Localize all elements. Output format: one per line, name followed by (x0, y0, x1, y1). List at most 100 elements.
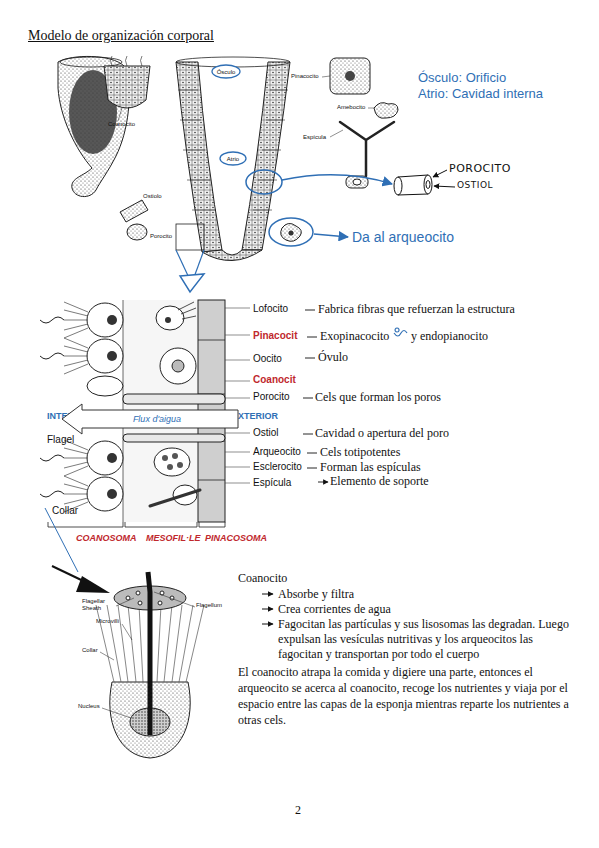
tissue-section-part (156, 306, 184, 330)
tissue-section-part (107, 453, 117, 463)
small-sponge-part (104, 66, 150, 108)
cell-label: Pinacocit (253, 330, 297, 343)
tissue-section-part (172, 453, 178, 459)
tissue-section-part (225, 308, 250, 483)
bullet-arrows (262, 594, 273, 624)
porocyte-sketch-part (424, 175, 432, 194)
cell-label: Esclerocito (253, 461, 302, 474)
part-label: Flagellar Sheath (82, 598, 116, 612)
small-sponge-part (111, 56, 143, 66)
zoom-arrow-part (180, 274, 204, 292)
choanocyte-illustration (96, 572, 204, 758)
tissue-section-part (177, 462, 183, 468)
porocyte-sketch-part (434, 186, 455, 187)
paragraph: El coanocito atrapa la comida y digiere … (238, 665, 576, 729)
handwritten-label: OSTIOL (457, 180, 493, 191)
label-circle (212, 65, 240, 78)
layer-label: COANOSOMA (76, 533, 137, 544)
detail-cells-part (368, 108, 374, 109)
tissue-section-part (172, 360, 184, 372)
bullet-text: Crea corrientes de agua (278, 602, 391, 617)
porocyte-sketch-part (398, 175, 428, 177)
choanocyte-illustration-part (126, 596, 130, 600)
tissue-section-part (178, 302, 196, 319)
tissue-section-part (64, 338, 88, 374)
definition-text: Exopinacocito (320, 329, 389, 344)
porocyte-sketch-part (282, 175, 392, 184)
tissue-section-part (87, 339, 123, 373)
choanocyte-illustration-part (158, 601, 162, 605)
detail-cells-part (374, 103, 398, 119)
choanocyte-illustration-part (138, 601, 142, 605)
porocyte-sketch-part (433, 170, 447, 177)
detail-cells-part (289, 231, 294, 236)
small-sponge-part (118, 108, 122, 121)
definition-text: Cels que forman los poros (315, 390, 441, 405)
sponge-section-part (178, 90, 288, 210)
layer-label: PINACOSOMA (205, 533, 267, 544)
bullet-arrow (262, 609, 273, 610)
part-label: Collar (82, 647, 98, 654)
part-label: Nucleus (78, 703, 100, 710)
flow-arrow: Flux d'aigua (62, 404, 238, 434)
porocyte-sketch-part (314, 234, 348, 237)
definition-text: y endopianocito (411, 329, 488, 344)
detail-cells-part (340, 122, 394, 176)
cell-label: Oocito (253, 353, 282, 366)
sponge-section-part (202, 250, 262, 261)
detail-cells-part (330, 58, 370, 94)
definition-text: Fabrica fibras que refuerzan la estructu… (318, 302, 515, 317)
porocyte-sketch-part (246, 170, 282, 194)
zoom-arrow (176, 250, 204, 292)
figure-label: Amebocito (337, 104, 365, 111)
cell-label: Lofocito (253, 303, 288, 316)
figure-label: Ostiolo (143, 193, 162, 200)
small-sponge (104, 56, 150, 121)
tissue-section-part (87, 441, 123, 475)
tissue-section-part (87, 477, 123, 511)
tissue-section-part (64, 302, 88, 338)
definition-arrows-part (394, 328, 407, 336)
detail-cells-part (353, 179, 361, 185)
tissue-section-part (40, 455, 64, 461)
node-text: Atrio (219, 151, 247, 166)
tissue-section-part (167, 464, 173, 470)
annotation-note: Da al arqueocito (352, 229, 454, 247)
part-label: Flagellum (196, 602, 222, 609)
porocyte-sketch-part (394, 177, 402, 195)
tissue-section-part (160, 348, 196, 384)
bullet-text: Fagocitan las partículas y sus lisosomas… (278, 617, 576, 662)
annotation-note: Atrio: Cavidad interna (418, 86, 543, 102)
cell-label: Porocito (253, 391, 290, 404)
choanocyte-illustration-part (148, 572, 150, 735)
sponge-section (176, 57, 290, 261)
side-label: EXTERIOR (232, 411, 278, 422)
tissue-section-part (150, 490, 200, 506)
sponge-section-part (176, 224, 204, 250)
link-arrow-part (45, 508, 78, 572)
definition-text: Cavidad o apertura del poro (315, 426, 449, 441)
part-label: Collar (52, 505, 78, 518)
tissue-section-part (87, 376, 123, 396)
porocyte-sketch (246, 170, 455, 246)
porocyte-sketch-part (398, 194, 428, 195)
tissue-section-part (165, 317, 171, 323)
detail-cells-part (127, 224, 147, 240)
detail-cells-part (120, 200, 148, 222)
part-label: Microvilli (96, 618, 119, 625)
detail-cells (120, 58, 398, 241)
porocyte-sketch-part (426, 181, 430, 189)
figure-label: Espícula (303, 134, 326, 141)
figure-label: Pinacocito (291, 73, 319, 80)
tissue-section-part (40, 353, 64, 359)
label-circle (220, 152, 246, 165)
definition-text: Óvulo (318, 350, 348, 365)
tissue-section-part (64, 440, 88, 476)
tissue-section-part (162, 455, 168, 461)
cell-label: Coanocit (253, 374, 296, 387)
detail-cells-part (330, 130, 343, 137)
node-text: Flux d'aigua (62, 404, 238, 434)
section-heading: Coanocito (238, 571, 287, 586)
bullet-arrow (262, 624, 273, 625)
